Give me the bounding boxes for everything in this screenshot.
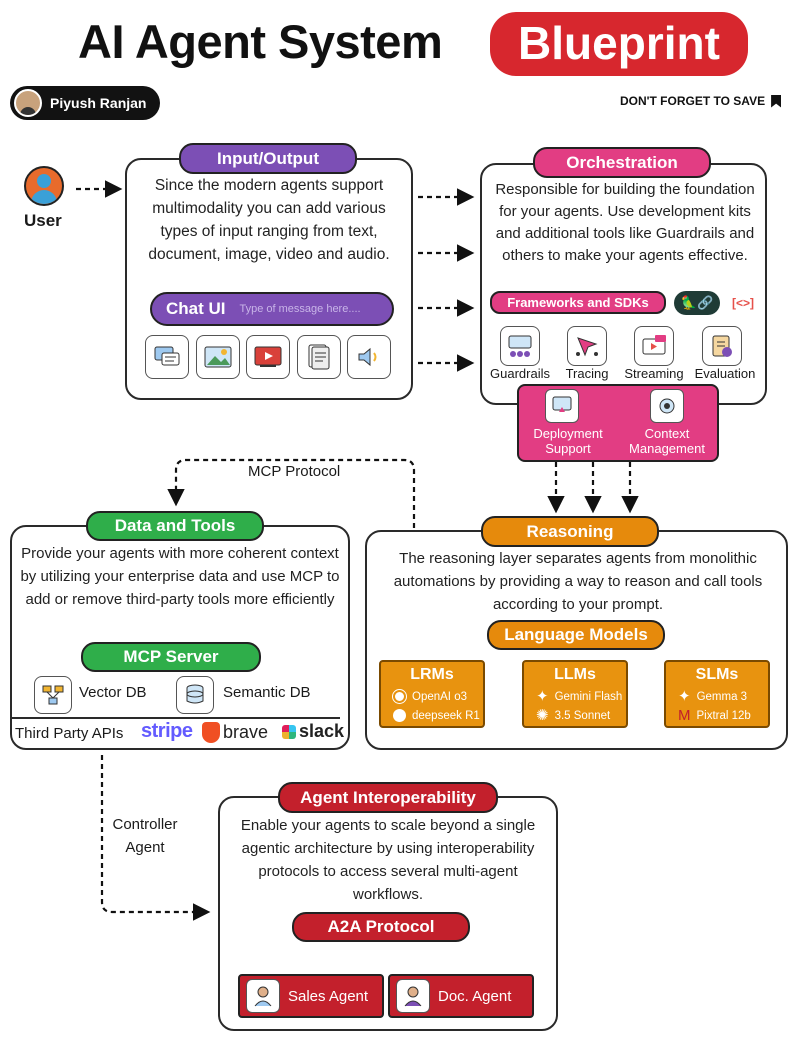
input-output-description: Since the modern agents support multimod… [148, 177, 390, 263]
slack-logo: slack [299, 721, 345, 741]
mcp-server-button[interactable]: MCP Server [81, 642, 261, 672]
sales-agent-icon [246, 979, 280, 1013]
doc-agent-button[interactable]: Doc. Agent [388, 974, 534, 1018]
chat-ui-bar[interactable]: Chat UI Type of message here.... [150, 292, 394, 326]
user-icon [24, 166, 64, 206]
input-output-title: Input/Output [179, 143, 357, 174]
image-icon [196, 335, 240, 379]
gemini-icon: ✦ [536, 688, 549, 705]
llms-title: LLMs [554, 666, 596, 683]
data-tools-description: Provide your agents with more coherent c… [20, 545, 340, 608]
bookmark-icon [771, 94, 782, 108]
brave-logo-icon [202, 722, 220, 743]
evaluation-icon [702, 326, 742, 366]
semantic-db-icon [176, 676, 214, 714]
lrms-card: LRMs OpenAI o3 deepseek R1 [379, 660, 485, 728]
save-reminder[interactable]: DON'T FORGET TO SAVE [620, 94, 782, 108]
orchestration-title: Orchestration [533, 147, 711, 178]
chat-message-input[interactable]: Type of message here.... [239, 303, 361, 315]
vector-db-icon [34, 676, 72, 714]
author-name: Piyush Ranjan [50, 95, 147, 111]
tracing-icon [567, 326, 607, 366]
tool-label-streaming: Streaming [624, 366, 684, 381]
claude-icon: ✺ [536, 707, 549, 724]
lrms-title: LRMs [410, 666, 454, 683]
chat-icon [145, 335, 189, 379]
model-openai: OpenAI o3 [412, 690, 467, 703]
interop-description: Enable your agents to scale beyond a sin… [240, 817, 536, 903]
author-badge: Piyush Ranjan [10, 86, 160, 120]
slack-logo-icon [282, 725, 296, 739]
tool-label-tracing: Tracing [565, 366, 609, 381]
doc-agent-label: Doc. Agent [438, 987, 512, 1005]
sales-agent-button[interactable]: Sales Agent [238, 974, 384, 1018]
context-icon [650, 389, 684, 423]
a2a-protocol-button[interactable]: A2A Protocol [292, 912, 470, 942]
deployment-label: Deployment Support [533, 426, 603, 456]
vector-db-label: Vector DB [79, 684, 147, 701]
reasoning-title: Reasoning [481, 516, 659, 547]
third-party-label: Third Party APIs [15, 725, 124, 742]
stripe-logo: stripe [141, 720, 193, 742]
audio-icon [347, 335, 391, 379]
tool-label-guardrails: Guardrails [490, 366, 550, 381]
streaming-icon [634, 326, 674, 366]
semantic-db-label: Semantic DB [223, 684, 311, 701]
deepseek-icon [393, 709, 406, 722]
deployment-icon [545, 389, 579, 423]
gemma-icon: ✦ [678, 688, 691, 705]
slms-card: SLMs ✦ Gemma 3 M Pixtral 12b [664, 660, 770, 728]
model-sonnet: 3.5 Sonnet [554, 709, 611, 722]
slms-title: SLMs [695, 666, 739, 683]
divider [10, 717, 340, 719]
model-deepseek: deepseek R1 [412, 709, 480, 722]
reasoning-description: The reasoning layer separates agents fro… [393, 550, 763, 613]
pixtral-icon: M [678, 707, 691, 724]
video-icon [246, 335, 290, 379]
sales-agent-label: Sales Agent [288, 987, 369, 1005]
document-icon [297, 335, 341, 379]
user-label: User [24, 211, 62, 230]
tool-label-evaluation: Evaluation [694, 366, 756, 381]
model-gemini: Gemini Flash [554, 690, 623, 703]
title-highlight: Blueprint [490, 12, 748, 76]
brave-logo: brave [223, 722, 269, 742]
model-pixtral: Pixtral 12b [696, 709, 751, 722]
author-avatar [14, 89, 42, 117]
language-models-button[interactable]: Language Models [487, 620, 665, 650]
doc-agent-icon [396, 979, 430, 1013]
save-text: DON'T FORGET TO SAVE [620, 94, 766, 108]
guardrails-icon [500, 326, 540, 366]
data-tools-title: Data and Tools [86, 511, 264, 541]
openai-icon [393, 690, 406, 703]
chat-ui-label: Chat UI [166, 299, 226, 318]
sdk-code-icon: [<>] [731, 296, 754, 310]
frameworks-sdks[interactable]: Frameworks and SDKs [490, 291, 666, 314]
llms-card: LLMs ✦ Gemini Flash ✺ 3.5 Sonnet [522, 660, 628, 728]
page-title: AI Agent System [78, 15, 443, 68]
model-gemma: Gemma 3 [696, 690, 748, 703]
context-label: Context Management [629, 426, 705, 456]
interop-title: Agent Interoperability [278, 782, 498, 813]
framework-logo-icon: 🦜🔗 [674, 291, 720, 315]
controller-agent-label: Controller Agent [105, 813, 185, 859]
mcp-protocol-label: MCP Protocol [246, 463, 343, 480]
orchestration-description: Responsible for building the foundation … [495, 181, 755, 264]
